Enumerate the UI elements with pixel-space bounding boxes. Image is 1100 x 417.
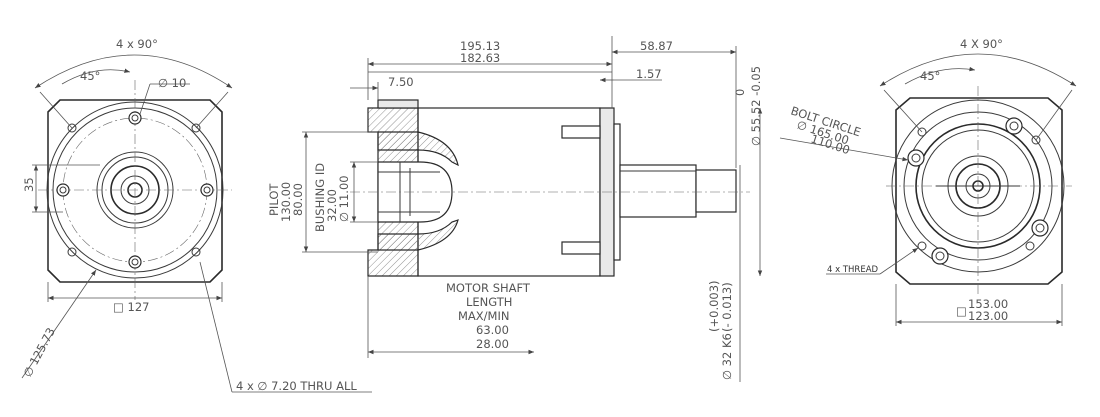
left-holes-note: 4 x ∅ 7.20 THRU ALL	[236, 379, 357, 393]
side-7-50-label: 7.50	[388, 75, 414, 89]
left-bolt-circle-label: ∅ 125.73	[20, 325, 58, 379]
right-angle-arc	[879, 53, 1077, 87]
right-123-label: 123.00	[968, 309, 1008, 323]
left-hole-right-inner	[203, 186, 211, 194]
left-corner-hole-tr	[191, 123, 201, 133]
left-127-label: □ 127	[113, 300, 149, 314]
right-angle-45-label: 45°	[920, 69, 940, 83]
side-flange-top-lip	[377, 99, 419, 109]
side-dome-top	[377, 131, 459, 167]
left-dia10-leader	[139, 83, 151, 115]
side-58-87-label: 58.87	[640, 39, 673, 53]
side-bushing-max: 32.00	[325, 189, 339, 222]
left-45-arc	[61, 68, 131, 85]
side-195-label: 195.13	[460, 39, 500, 53]
right-bolt-tr-inner	[1009, 121, 1019, 131]
side-output-shaft	[619, 164, 697, 218]
side-32k6-label: ∅ 32 K6	[720, 333, 734, 380]
side-stud-top	[561, 125, 601, 139]
side-motor-shaft-l1: MOTOR SHAFT	[446, 281, 531, 295]
right-thread-tr	[1031, 135, 1041, 145]
side-dome-bottom	[377, 219, 459, 251]
right-thread-note: 4 x THREAD	[827, 265, 879, 275]
right-square-symbol: □	[956, 304, 967, 318]
side-pilot-min: 80.00	[291, 183, 305, 216]
side-view: 195.13 182.63 7.50 58.87 1.57 PILOT 130.…	[267, 36, 763, 382]
right-thread-br	[1025, 241, 1035, 251]
left-angle-total-label: 4 x 90°	[116, 37, 158, 51]
right-bolt-tr	[1005, 117, 1023, 135]
right-bolt-bl-inner	[935, 251, 945, 261]
right-angle-leader-l	[883, 89, 923, 133]
side-55-52-label: ∅ 55.52 -0.05	[749, 66, 763, 146]
right-bolt-br-inner	[1035, 223, 1045, 233]
right-thread-leader	[879, 247, 919, 275]
side-bushing	[377, 161, 453, 223]
left-holes-leader	[199, 261, 233, 393]
left-bc-leader	[21, 269, 97, 379]
side-motor-shaft-min: 28.00	[476, 337, 509, 351]
left-square-outline	[47, 99, 223, 283]
left-hole-bottom	[128, 255, 142, 269]
right-bolt-tl-inner	[911, 153, 921, 163]
left-corner-hole-bl	[67, 247, 77, 257]
side-motor-shaft-l3: MAX/MIN	[458, 309, 509, 323]
left-angle-45-label: 45°	[80, 69, 100, 83]
side-motor-shaft-max: 63.00	[476, 323, 509, 337]
left-corner-hole-tl	[67, 123, 77, 133]
side-output-shaft-end	[695, 169, 737, 213]
left-angle-leader-r	[195, 91, 229, 129]
side-tol-zero: 0	[733, 89, 747, 96]
right-thread-bl	[917, 241, 927, 251]
side-motor-shaft-l2: LENGTH	[466, 295, 512, 309]
left-hole-left	[56, 183, 70, 197]
right-view: 4 X 90° 45° BOLT CIRCLE ∅ 165.00 110.00 …	[779, 37, 1077, 326]
side-tol-plus: (+0.003)	[707, 280, 721, 332]
right-bolt-tl	[907, 149, 925, 167]
side-pilot-max: 130.00	[279, 182, 293, 222]
right-bolt-bl	[931, 247, 949, 265]
side-tol-minus: (- 0.013)	[720, 282, 734, 332]
left-view: 4 x 90° 45° ∅ 10 35 □ 127 ∅ 125.73 4 x ∅…	[20, 37, 372, 393]
left-hole-left-inner	[59, 186, 67, 194]
side-182-label: 182.63	[460, 51, 500, 65]
left-angle-arc	[34, 54, 233, 89]
right-angle-total-label: 4 X 90°	[960, 37, 1003, 51]
side-bushing-label: BUSHING ID	[313, 163, 327, 232]
right-thread-tl	[917, 127, 927, 137]
side-pilot-label: PILOT	[267, 183, 281, 216]
left-hole-top	[128, 111, 142, 125]
left-35-label: 35	[22, 177, 36, 192]
side-stud-bottom	[561, 241, 601, 255]
left-dia10-label: ∅ 10	[158, 76, 186, 90]
right-bc-leader	[779, 137, 909, 162]
left-angle-leader-l	[39, 91, 73, 129]
right-153-label: 153.00	[968, 297, 1008, 311]
right-45-arc	[904, 66, 976, 85]
side-bushing-min: ∅ 11.00	[337, 175, 351, 222]
left-corner-hole-br	[191, 247, 201, 257]
right-square-outline	[895, 97, 1063, 285]
right-angle-leader-r	[1035, 89, 1073, 141]
left-hole-top-inner	[131, 114, 139, 122]
right-bolt-br	[1031, 219, 1049, 237]
left-hole-right	[200, 183, 214, 197]
side-1-57-label: 1.57	[636, 67, 662, 81]
left-hole-bottom-inner	[131, 258, 139, 266]
